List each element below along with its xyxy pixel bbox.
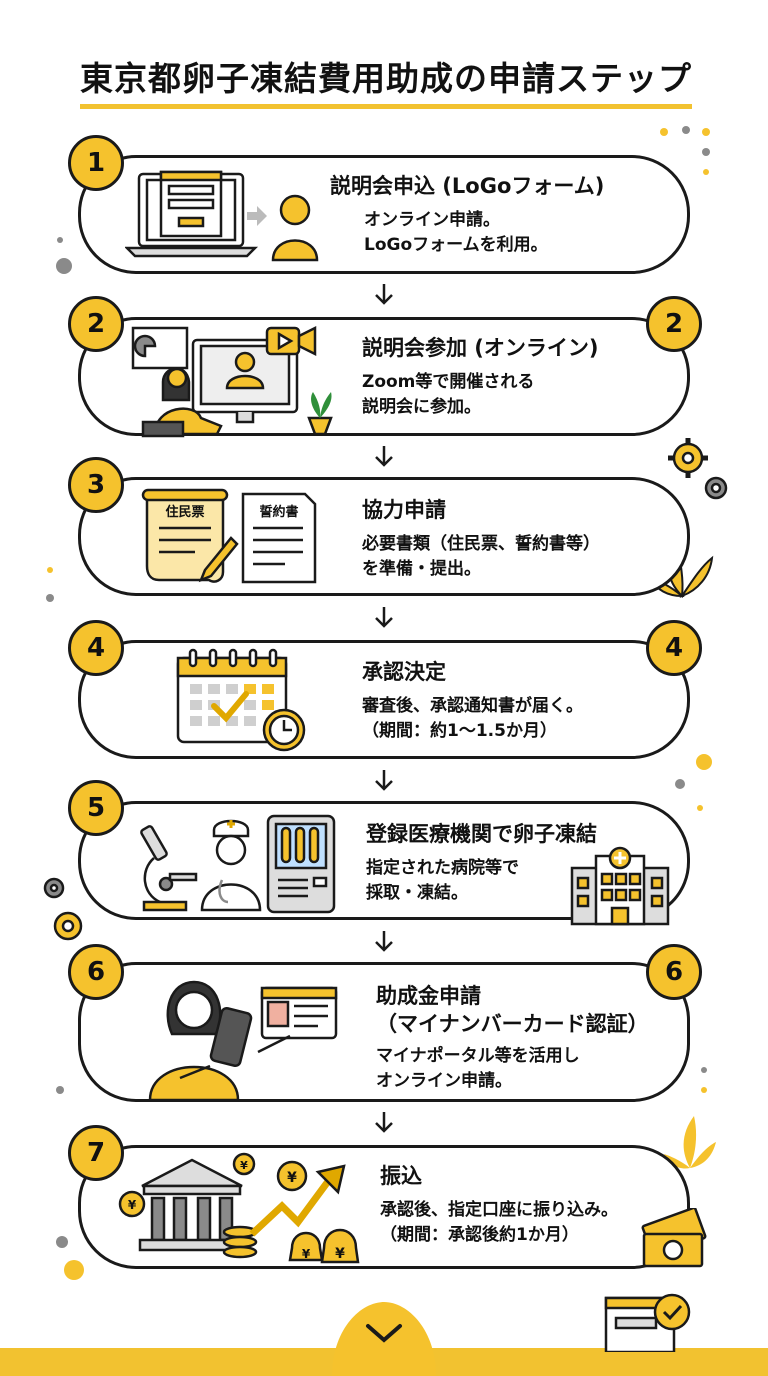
medical-lab-icon — [140, 814, 336, 914]
gear-icon — [668, 438, 728, 500]
doc-label-seiyakusho: 誓約書 — [259, 504, 298, 520]
step-4-number-right: 4 — [646, 620, 702, 676]
step-4-title: 承認決定 — [362, 660, 446, 684]
doc-label-juminhyo: 住民票 — [165, 504, 204, 520]
arrow-down-icon — [375, 284, 393, 305]
step-2-number: 2 — [68, 296, 124, 352]
step-6-number: 6 — [68, 944, 124, 1000]
decorative-dots — [660, 126, 710, 175]
hospital-icon — [570, 846, 670, 926]
step-3-title: 協力申請 — [362, 498, 446, 522]
video-meeting-icon — [131, 325, 333, 438]
decorative-dots — [56, 1236, 84, 1280]
calendar-check-icon — [176, 648, 306, 752]
step-3-number: 3 — [68, 457, 124, 513]
title-underline — [80, 104, 692, 109]
svg-text:¥: ¥ — [128, 1198, 137, 1212]
bank-transfer-icon: ¥ ¥ ¥ ¥ ¥ — [118, 1152, 360, 1264]
step-6-title: 助成金申請 — [376, 984, 481, 1008]
step-4-desc-line-1: 審査後、承認通知書が届く。 — [362, 696, 583, 716]
step-7-desc-line-1: 承認後、指定口座に振り込み。 — [380, 1200, 618, 1220]
arrow-down-icon — [375, 931, 393, 952]
step-2-desc-line-1: Zoom等で開催される — [362, 372, 535, 392]
step-1-number: 1 — [68, 135, 124, 191]
decorative-dots — [56, 1086, 64, 1094]
arrow-down-icon — [375, 607, 393, 628]
step-1-desc-line-2: LoGoフォームを利用。 — [364, 235, 548, 255]
step-4-number: 4 — [68, 620, 124, 676]
arrow-down-icon — [375, 1112, 393, 1133]
step-1-desc-line-1: オンライン申請。 — [364, 210, 500, 230]
step-3-desc-line-2: を準備・提出。 — [362, 559, 481, 579]
step-6-number-right: 6 — [646, 944, 702, 1000]
decorative-dots — [701, 1067, 707, 1093]
decorative-dots — [56, 237, 72, 274]
laptop-form-icon — [125, 170, 319, 262]
step-7-title: 振込 — [380, 1164, 422, 1188]
step-6-desc-line-1: マイナポータル等を活用し — [376, 1046, 580, 1066]
checked-document-icon — [604, 1293, 691, 1352]
step-2-desc-line-2: 説明会に参加。 — [362, 397, 481, 417]
svg-text:¥: ¥ — [335, 1246, 345, 1262]
mynumber-card-icon — [148, 980, 338, 1102]
svg-text:¥: ¥ — [287, 1170, 297, 1186]
svg-text:¥: ¥ — [302, 1247, 311, 1261]
step-5-number: 5 — [68, 780, 124, 836]
step-1-title: 説明会申込 (LoGoフォーム) — [330, 174, 605, 198]
step-5-title: 登録医療機関で卵子凍結 — [366, 822, 597, 846]
step-7-desc-line-2: （期間：承認後約1か月） — [380, 1225, 579, 1245]
page-title: 東京都卵子凍結費用助成の申請ステップ — [80, 59, 692, 98]
step-3-desc-line-1: 必要書類（住民票、誓約書等） — [362, 534, 600, 554]
step-5-desc-line-2: 採取・凍結。 — [366, 883, 468, 903]
decorative-dots — [46, 567, 54, 602]
leaf-icon — [664, 1116, 716, 1169]
documents-icon: 住民票 誓約書 — [141, 488, 317, 584]
gear-icon — [43, 877, 83, 941]
scroll-down-button[interactable] — [330, 1300, 438, 1376]
step-4-desc-line-2: （期間：約1〜1.5か月） — [362, 721, 557, 741]
cash-icon — [641, 1208, 707, 1268]
arrow-down-icon — [375, 446, 393, 467]
step-2-title: 説明会参加 (オンライン) — [362, 336, 599, 360]
step-6-desc-line-2: オンライン申請。 — [376, 1071, 512, 1091]
arrow-down-icon — [375, 770, 393, 791]
step-2-number-right: 2 — [646, 296, 702, 352]
step-7-number: 7 — [68, 1125, 124, 1181]
chevron-down-icon — [366, 1324, 402, 1343]
svg-text:¥: ¥ — [240, 1159, 248, 1172]
decorative-dots — [675, 754, 712, 811]
step-5-desc-line-1: 指定された病院等で — [366, 858, 519, 878]
step-6-subtitle: （マイナンバーカード認証） — [376, 1012, 649, 1036]
